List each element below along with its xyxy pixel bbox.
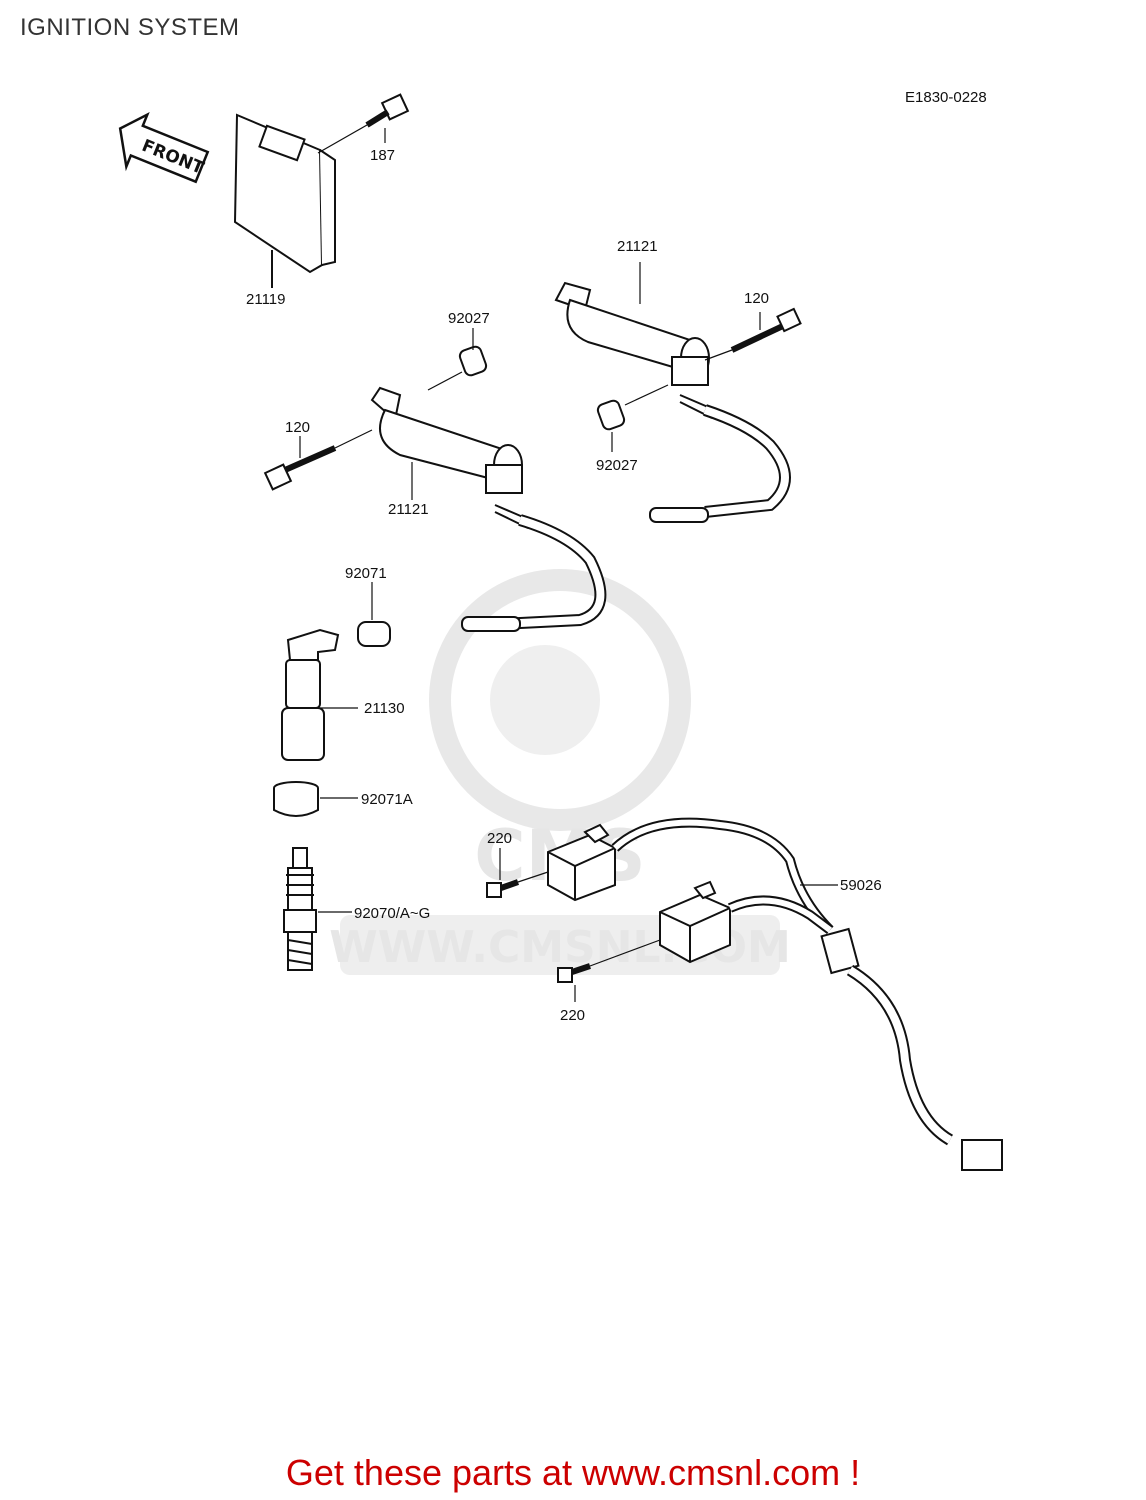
label-21121-lower: 21121 xyxy=(388,501,429,518)
label-21130: 21130 xyxy=(364,700,405,717)
label-120-lower: 120 xyxy=(285,419,310,436)
label-21121-upper: 21121 xyxy=(617,238,658,255)
part-21130-plug-cap xyxy=(281,628,358,761)
part-21121-coil-upper xyxy=(554,262,791,523)
label-92070: 92070/A~G xyxy=(354,905,430,922)
part-92071-cap xyxy=(357,582,391,647)
page-title: IGNITION SYSTEM xyxy=(20,14,240,41)
diagram-ref-code: E1830-0228 xyxy=(905,89,987,106)
part-92071A-cap xyxy=(273,781,358,817)
part-187-bolt xyxy=(317,93,410,154)
footer-link[interactable]: Get these parts at www.cmsnl.com ! xyxy=(285,1452,861,1493)
part-120-bolt-lower xyxy=(263,429,373,491)
label-92071A: 92071A xyxy=(361,791,413,808)
label-220-upper: 220 xyxy=(487,830,512,847)
part-59026-pickup-harness xyxy=(547,817,1003,1171)
label-92071: 92071 xyxy=(345,565,387,582)
part-120-bolt-upper xyxy=(704,307,802,361)
label-59026: 59026 xyxy=(840,877,882,894)
label-92027-left: 92027 xyxy=(448,310,490,327)
part-92027-collar-right xyxy=(596,384,669,452)
part-21119-igniter xyxy=(233,113,336,288)
part-92027-collar-left xyxy=(427,328,488,391)
part-92070-spark-plug xyxy=(283,847,352,971)
front-arrow-icon: FRONT xyxy=(118,112,210,184)
label-21119: 21119 xyxy=(246,291,286,308)
part-220-screw-upper xyxy=(486,848,549,898)
part-21121-coil-lower xyxy=(370,386,607,632)
label-92027-right: 92027 xyxy=(596,457,638,474)
part-220-screw-lower xyxy=(557,939,661,1002)
label-120-upper: 120 xyxy=(744,290,769,307)
label-187: 187 xyxy=(370,147,395,164)
label-220-lower: 220 xyxy=(560,1007,585,1024)
